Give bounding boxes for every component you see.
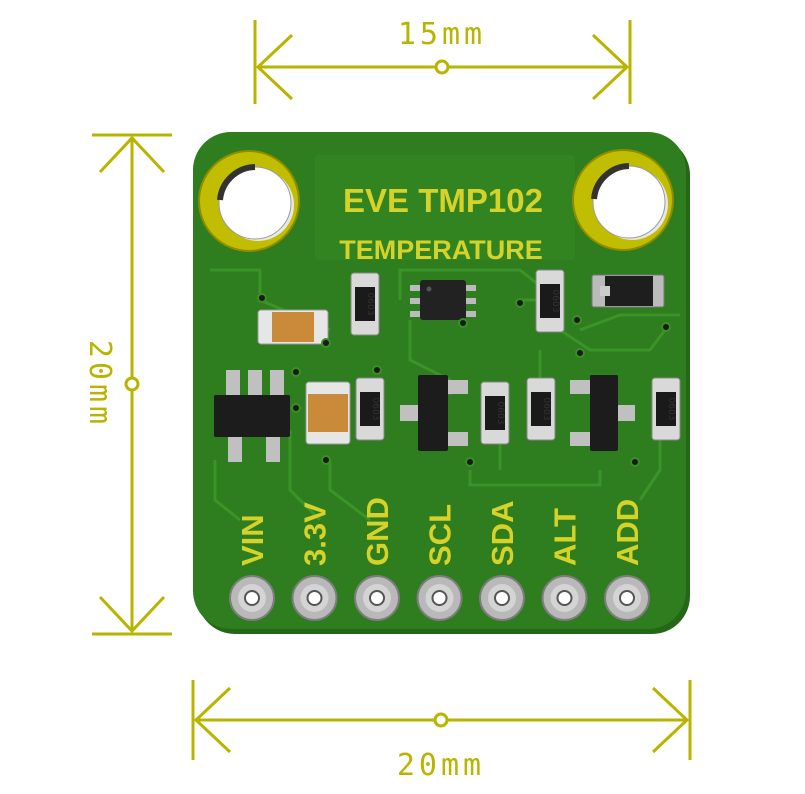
resistor-mid-2-label: 0603: [495, 402, 505, 425]
capacitor-top-left: [257, 309, 329, 345]
resistor-top-right: 0603: [535, 269, 565, 333]
transistor-right: [570, 375, 635, 451]
mounting-hole-left: [198, 150, 300, 252]
board-title: EVE TMP102: [343, 182, 543, 219]
resistor-top-left: 0603: [350, 272, 380, 336]
resistor-mid-1: 0603: [355, 377, 385, 441]
transistor-left: [400, 375, 468, 451]
resistor-mid-4: 0603: [651, 377, 681, 441]
vias: [257, 293, 671, 467]
pin-label-scl: SCL: [423, 504, 458, 566]
pin-header: VIN 3.3V GND SCL SDA ALT ADD: [229, 497, 650, 621]
dimension-bottom: [191, 680, 692, 760]
capacitor-middle: [305, 381, 351, 445]
tmp102-chip: [410, 280, 476, 320]
resistor-top-right-label: 0603: [550, 290, 560, 313]
resistor-top-left-label: 0603: [365, 293, 375, 316]
pin-pad-vin: [229, 575, 275, 621]
mounting-hole-right: [572, 149, 674, 251]
resistor-mid-3: 0603: [526, 377, 556, 441]
pcb-board: EVE TMP102 TEMPERATURE 0603 0603: [193, 132, 690, 634]
pin-pad-scl: [416, 575, 463, 621]
pin-label-vin: VIN: [235, 514, 270, 566]
resistor-mid-1-label: 0603: [370, 398, 380, 421]
resistor-mid-3-label: 0603: [541, 398, 551, 421]
pin-label-alt: ALT: [548, 508, 583, 566]
board-subtitle: TEMPERATURE: [339, 235, 543, 265]
resistor-mid-2: 0603: [480, 381, 510, 445]
pin-label-33v: 3.3V: [298, 502, 333, 566]
pin-label-add: ADD: [610, 499, 645, 566]
resistor-mid-4-label: 0603: [666, 398, 676, 421]
voltage-regulator: [214, 370, 290, 462]
dimension-bottom-label: 20mm: [397, 748, 485, 783]
pin-pad-sda: [479, 575, 525, 621]
dimension-left: [92, 133, 172, 636]
pin-label-sda: SDA: [485, 501, 520, 566]
dimension-left-label: 20mm: [82, 340, 117, 428]
pin-pad-gnd: [354, 575, 400, 621]
diode-top-right: [591, 274, 665, 308]
pin-pad-33v: [291, 575, 338, 621]
pin-label-gnd: GND: [360, 497, 395, 566]
dimension-top: [253, 20, 632, 104]
pin-pad-alt: [541, 575, 588, 621]
dimension-top-label: 15mm: [398, 17, 486, 52]
pin-pad-add: [604, 575, 650, 621]
